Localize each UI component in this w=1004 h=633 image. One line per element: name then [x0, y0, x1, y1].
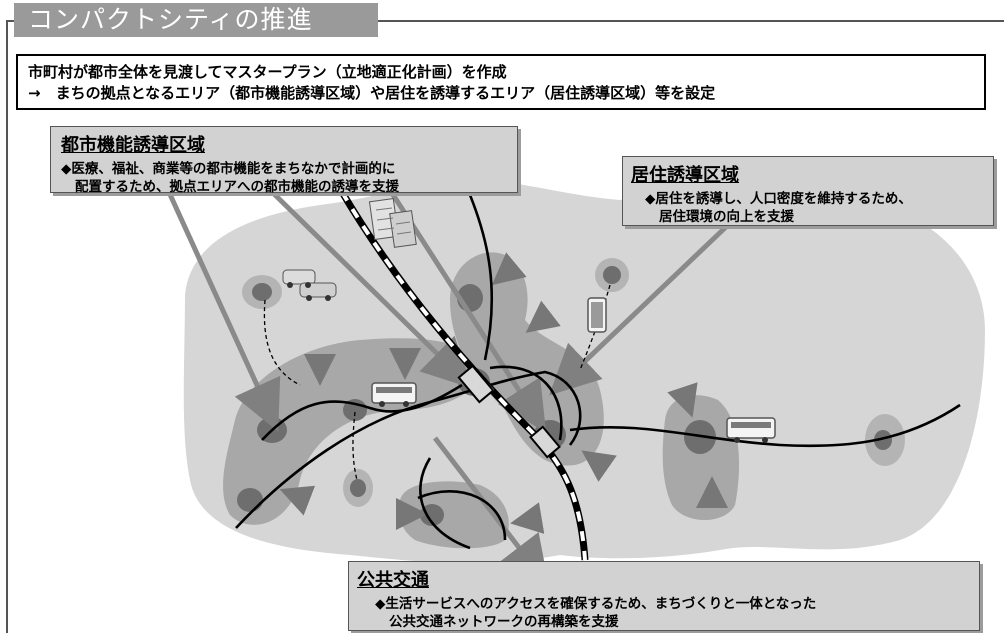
- bus-routes: [235, 194, 961, 550]
- urban-function-zone-box: 都市機能誘導区域 ◆医療、福祉、商業等の都市機能をまちなかで計画的に 配置するた…: [50, 126, 518, 195]
- inward-arrows: [279, 252, 728, 534]
- intro-line-1: 市町村が都市全体を見渡してマスタープラン（立地適正化計画）を作成: [28, 63, 507, 81]
- railway-icon: [338, 190, 589, 561]
- residential-zone-text-2: 居住環境の向上を支援: [659, 209, 794, 225]
- station-icon: [457, 364, 561, 459]
- feeder-routes: [263, 284, 611, 481]
- public-transit-text-1: ◆生活サービスへのアクセスを確保するため、まちづくりと一体となった: [375, 596, 817, 612]
- frame-corner-line: [6, 20, 16, 22]
- public-transit-box: 公共交通 ◆生活サービスへのアクセスを確保するため、まちづくりと一体となった 公…: [348, 561, 980, 631]
- public-transit-text-2: 公共交通ネットワークの再構築を支援: [389, 614, 619, 630]
- residential-zone-heading: 居住誘導区域: [631, 165, 739, 186]
- intro-box: 市町村が都市全体を見渡してマスタープラン（立地適正化計画）を作成 → まちの拠点…: [16, 54, 986, 110]
- bus-icon: [726, 417, 776, 443]
- intro-line-2: → まちの拠点となるエリア（都市機能誘導区域）や居住を誘導するエリア（居住誘導区…: [28, 84, 716, 102]
- page-title: コンパクトシティの推進: [14, 3, 378, 37]
- frame-left-line: [6, 20, 8, 633]
- leader-arrows: [165, 188, 730, 587]
- car-icon: [282, 269, 337, 301]
- bus-icon: [587, 297, 607, 333]
- residential-zone-text-1: ◆居住を誘導し、人口密度を維持するため、: [645, 191, 912, 207]
- residential-zone-center: [450, 252, 604, 466]
- residential-zone-box: 居住誘導区域 ◆居住を誘導し、人口密度を維持するため、 居住環境の向上を支援: [622, 156, 994, 226]
- bus-icon: [371, 382, 417, 407]
- urban-function-zone-heading: 都市機能誘導区域: [61, 135, 205, 156]
- frame-top-line: [378, 20, 1004, 22]
- building-icon: [368, 197, 417, 248]
- residential-zone-east: [662, 395, 740, 520]
- urban-function-zone-text-1: ◆医療、福祉、商業等の都市機能をまちなかで計画的に: [61, 161, 396, 177]
- public-transit-heading: 公共交通: [357, 570, 429, 591]
- urban-function-zone-text-2: 配置するため、拠点エリアへの都市機能の誘導を支援: [75, 179, 399, 195]
